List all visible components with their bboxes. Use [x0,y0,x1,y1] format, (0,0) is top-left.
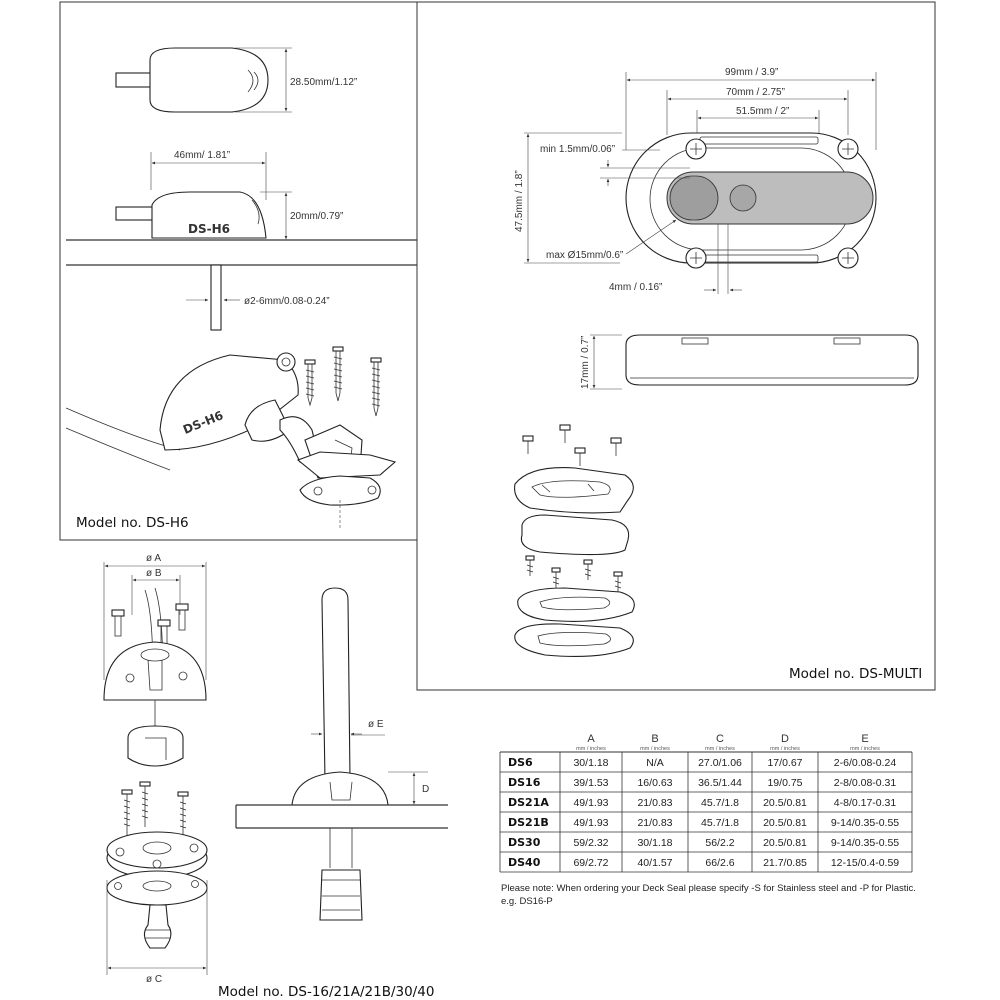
ds-round-a-label: ø A [146,553,161,564]
table-cell: N/A [646,757,664,769]
table-cell: 21/0.83 [637,797,672,809]
ordering-note: Please note: When ordering your Deck Sea… [501,883,916,894]
table-cell: 17/0.67 [767,757,802,769]
ds-multi-panel: 99mm / 3.9” 70mm / 2.75” 51.5mm / 2” [514,67,922,682]
ds-h6-top-view: 28.50mm/1.12” [115,47,357,113]
ds-multi-side-view: 17mm / 0.7” [580,334,919,390]
table-row-model: DS21A [508,796,549,809]
ds-h6-screw-icons [304,346,382,417]
table-column-unit: mm / inches [705,746,735,752]
table-cell: 49/1.93 [573,817,608,829]
ds-h6-panel: 28.50mm/1.12” 46mm/ 1.81” DS-H6 20mm/0.7… [65,47,417,531]
ds-round-exploded-view: ø A ø B [103,553,208,985]
table-cell: 30/1.18 [573,757,608,769]
table-cell: 2-8/0.08-0.31 [834,777,897,789]
ds-h6-side-view: 46mm/ 1.81” DS-H6 20mm/0.79” ø2-6mm/0.08… [66,150,417,331]
ds-multi-top-screw-icons [522,424,622,466]
ds-multi-bottom-screw-icons [525,555,623,592]
table-column-header: B [651,733,658,745]
ds-multi-width-label: 47.5mm / 1.8” [514,170,525,232]
table-cell: 9-14/0.35-0.55 [831,837,899,849]
ds-h6-exploded-view: DS-H6 [65,346,397,530]
table-row-model: DS16 [508,776,541,789]
table-cell: 59/2.32 [573,837,608,849]
ds-round-c-label: ø C [146,974,162,985]
table-cell: 21.7/0.85 [763,857,807,869]
table-cell: 16/0.63 [637,777,672,789]
ds-round-panel: ø A ø B [103,553,448,1000]
ds-h6-cable-label: ø2-6mm/0.08-0.24” [244,296,330,307]
table-column-header: C [716,733,724,745]
table-cell: 45.7/1.8 [701,817,739,829]
table-cell: 20.5/0.81 [763,797,807,809]
ds-round-base-screw-icons [121,781,189,837]
ds-h6-height-top-label: 28.50mm/1.12” [290,77,357,88]
table-row-model: DS21B [508,816,549,829]
table-cell: 66/2.6 [705,857,734,869]
table-cell: 20.5/0.81 [763,817,807,829]
ds-multi-model-label: Model no. DS-MULTI [789,666,922,682]
table-cell: 2-6/0.08-0.24 [834,757,897,769]
table-column-header: D [781,733,789,745]
table-cell: 4-8/0.17-0.31 [834,797,897,809]
table-cell: 19/0.75 [767,777,802,789]
ordering-note-example: e.g. DS16-P [501,896,553,907]
ds-multi-exploded-view [514,424,635,658]
ds-round-model-label: Model no. DS-16/21A/21B/30/40 [218,984,434,1000]
table-column-unit: mm / inches [576,746,606,752]
ds-h6-length-label: 46mm/ 1.81” [174,150,230,161]
ds-round-cap-screw-icons [111,603,189,645]
table-cell: 9-14/0.35-0.55 [831,817,899,829]
ds-h6-embossed-text: DS-H6 [188,222,230,236]
table-cell: 12-15/0.4-0.59 [831,857,899,869]
table-row-model: DS30 [508,836,541,849]
ds-multi-plan-view: 99mm / 3.9” 70mm / 2.75” 51.5mm / 2” [514,67,877,294]
table-cell: 21/0.83 [637,817,672,829]
table-cell: 39/1.53 [573,777,608,789]
ds-multi-screw-head-icons [685,138,859,269]
table-cell: 45.7/1.8 [701,797,739,809]
ds-multi-overall-length-label: 99mm / 3.9” [725,67,778,78]
panel-frames [59,1,936,691]
table-row-model: DS40 [508,856,541,869]
table-row-model: DS6 [508,756,533,769]
table-cell: 36.5/1.44 [698,777,742,789]
ds-multi-height-label: 17mm / 0.7” [580,336,591,389]
table-cell: 30/1.18 [637,837,672,849]
table-cell: 69/2.72 [573,857,608,869]
table-column-unit: mm / inches [640,746,670,752]
table-cell: 20.5/0.81 [763,837,807,849]
ds-multi-hole-spacing-label: 70mm / 2.75” [726,87,785,98]
ds-round-d-label: D [422,784,429,795]
ds-multi-min-cable-label: min 1.5mm/0.06” [540,144,615,155]
table-column-unit: mm / inches [770,746,800,752]
ds-multi-slot-length-label: 51.5mm / 2” [736,106,789,117]
ds-h6-height-side-label: 20mm/0.79” [290,211,343,222]
table-column-unit: mm / inches [850,746,880,752]
table-column-header: E [861,733,868,745]
ds-h6-model-label: Model no. DS-H6 [76,515,189,531]
ds-round-installed-view: ø E D [235,587,448,921]
ds-multi-slot-gap-label: 4mm / 0.16” [609,282,662,293]
ds-round-b-label: ø B [146,568,162,579]
ds-multi-max-cable-label: max Ø15mm/0.6” [546,250,623,261]
table-cell: 40/1.57 [637,857,672,869]
ds-round-e-label: ø E [368,719,384,730]
table-cell: 49/1.93 [573,797,608,809]
table-column-header: A [587,733,595,745]
table-cell: 56/2.2 [705,837,734,849]
table-cell: 27.0/1.06 [698,757,742,769]
